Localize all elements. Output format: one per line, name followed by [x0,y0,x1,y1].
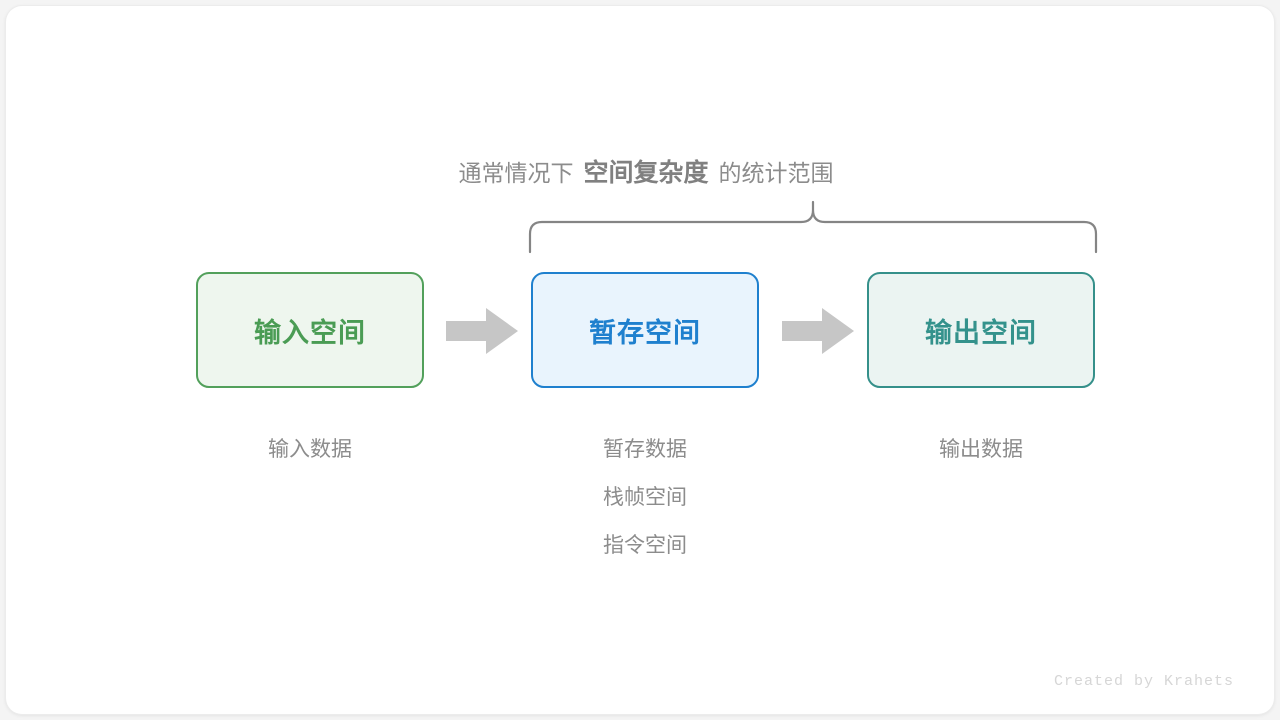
sub-labels-input-space: 输入数据 [196,426,424,474]
caption-emphasis: 空间复杂度 [583,159,709,187]
box-input-space[interactable]: 输入空间 [196,272,424,388]
sub-label: 暂存数据 [603,438,687,461]
right-arrow-icon [446,308,518,354]
sub-labels-output-space: 输出数据 [867,426,1095,474]
slide-card: 通常情况下空间复杂度的统计范围 输入空间 暂存空间 输出空间 输入数据 [6,6,1274,714]
sub-labels-temp-space: 暂存数据 栈帧空间 指令空间 [531,426,759,570]
box-output-space-label: 输出空间 [925,317,1037,348]
caption-prefix: 通常情况下 [458,160,574,186]
box-input-space-label: 输入空间 [254,317,366,348]
sub-label: 输入数据 [268,438,352,461]
caption-suffix: 的统计范围 [718,160,834,186]
curly-brace-icon [528,200,1098,254]
sub-label: 栈帧空间 [603,486,687,509]
sub-label: 输出数据 [939,438,1023,461]
watermark: Created by Krahets [1053,673,1234,690]
box-temp-space[interactable]: 暂存空间 [531,272,759,388]
right-arrow-icon [782,308,854,354]
brace-caption: 通常情况下空间复杂度的统计范围 [6,156,1280,190]
box-temp-space-label: 暂存空间 [589,317,701,348]
sub-label: 指令空间 [603,534,687,557]
box-output-space[interactable]: 输出空间 [867,272,1095,388]
